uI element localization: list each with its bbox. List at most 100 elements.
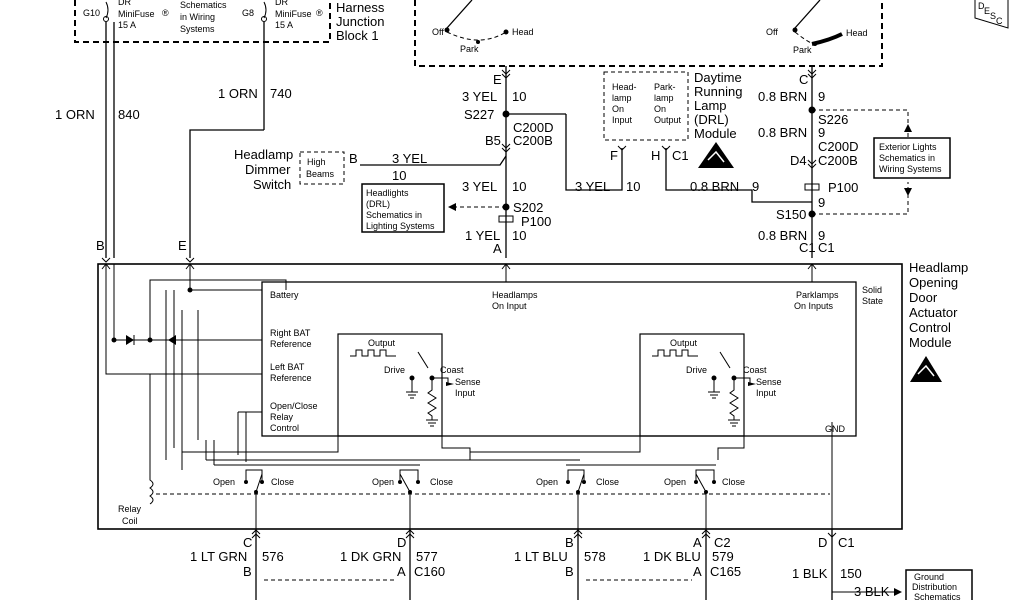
- output2-color: 1 DK GRN: [340, 549, 401, 564]
- fuse-g8-symbol: [263, 1, 267, 19]
- schematics-ref-line3: Systems: [180, 24, 215, 34]
- dimmer-name-line3: Switch: [253, 177, 291, 192]
- left-bat-line2: Reference: [270, 373, 312, 383]
- output-pulse-right: [652, 349, 698, 357]
- wire-brn-drl: 0.8 BRN: [690, 179, 739, 194]
- drl-pin-h: H: [651, 148, 660, 163]
- headlamps-input-line2: On Input: [492, 301, 527, 311]
- wire-1yel-circuit: 10: [512, 228, 526, 243]
- relay-control-line3: Control: [270, 423, 299, 433]
- close-label-3: Close: [596, 477, 619, 487]
- solid-state-box: [261, 281, 857, 437]
- output-wires: C 1 LT GRN 576 B D 1 DK GRN 577 A C160 B…: [190, 529, 973, 600]
- output3-circuit: 578: [584, 549, 606, 564]
- dimmer-pin-b: B: [349, 151, 358, 166]
- drl-esd-warning-icon: [698, 142, 734, 168]
- high-beams-line2: Beams: [306, 169, 335, 179]
- drl-pin-f: F: [610, 148, 618, 163]
- wire-yel-dimmer: 3 YEL: [392, 151, 427, 166]
- wire-yel-circuit-2: 10: [512, 179, 526, 194]
- junction-title-line3: Block 1: [336, 28, 379, 43]
- fuse-g10-rating: 15 A: [118, 20, 136, 30]
- harness-junction-block: G10 DR MiniFuse ® 15 A Schematics in Wir…: [74, 0, 385, 43]
- output-label-left: Output: [368, 338, 396, 348]
- left-bat-line1: Left BAT: [270, 362, 305, 372]
- switch-left-park-contact: [476, 40, 480, 44]
- relay-control-line1: Open/Close: [270, 401, 318, 411]
- drl-in2-line4: Output: [654, 115, 682, 125]
- splice-s150: S150: [776, 207, 806, 222]
- p100-connector-left: [498, 215, 514, 223]
- solid-state-line2: State: [862, 296, 883, 306]
- connector-c200d: C200D: [513, 120, 553, 135]
- output4-circuit: 579: [712, 549, 734, 564]
- wire-yel-circuit-3: 10: [626, 179, 640, 194]
- output1-pin-top: C: [243, 535, 252, 550]
- output4-color: 1 DK BLU: [643, 549, 701, 564]
- solid-state-line1: Solid: [862, 285, 882, 295]
- gnd-label: GND: [825, 424, 846, 434]
- sense-line2-right: Input: [756, 388, 777, 398]
- close-label-2: Close: [430, 477, 453, 487]
- drive-label-right: Drive: [686, 365, 707, 375]
- fuse-g8-type: DR: [275, 0, 288, 7]
- gnd-ref-line3: Schematics: [914, 592, 961, 600]
- esd-desc-icon: D E S C: [974, 0, 1009, 29]
- wire-brn-label-3: 0.8 BRN: [758, 228, 807, 243]
- module-title-line6: Module: [909, 335, 952, 350]
- diode-left: [168, 335, 176, 345]
- brown-circuit: C 0.8 BRN 9 S226 0.8 BRN 9 C200D C200B D…: [758, 66, 912, 258]
- yellow-circuit: E 3 YEL 10 S227 C200D C200B B5 3 YEL 10 …: [360, 66, 640, 258]
- wire-1yel-label: 1 YEL: [465, 228, 500, 243]
- open-label-4: Open: [664, 477, 686, 487]
- switch-right-park-label: Park: [793, 45, 812, 55]
- wire-brn-circuit-3: 9: [818, 195, 825, 210]
- connector-c200d-right: C200D: [818, 139, 858, 154]
- output4-pin-top: A: [693, 535, 702, 550]
- gnd-ref-line1: Ground: [914, 572, 944, 582]
- sense-line1-left: Sense: [455, 377, 481, 387]
- dimmer-name-line2: Dimmer: [245, 162, 291, 177]
- drl-title-line4: (DRL): [694, 112, 729, 127]
- close-label-1: Close: [271, 477, 294, 487]
- wire-yel-dimmer-circuit: 10: [392, 168, 406, 183]
- switch-left-head-label: Head: [512, 27, 534, 37]
- output2-circuit: 577: [416, 549, 438, 564]
- wire-brn-circuit-4: 9: [818, 228, 825, 243]
- drive-label-left: Drive: [384, 365, 405, 375]
- drl-in2-line1: Park-: [654, 82, 676, 92]
- drl-title-line3: Lamp: [694, 98, 727, 113]
- gnd-wire-circuit: 150: [840, 566, 862, 581]
- relay-coil-symbol: [149, 374, 154, 505]
- wire-yel-circuit-1: 10: [512, 89, 526, 104]
- right-bat-line2: Reference: [270, 339, 312, 349]
- splice-s227: S227: [464, 107, 494, 122]
- sense-line2-left: Input: [455, 388, 476, 398]
- relay-contacts-right-2: Open Close: [664, 469, 745, 529]
- relay-control-line2: Relay: [270, 412, 294, 422]
- drl-ref-line4: Lighting Systems: [366, 221, 435, 231]
- drl-module: Head- lamp On Input Park- lamp On Output…: [603, 70, 812, 203]
- ext-ref-line3: Wiring Systems: [879, 164, 942, 174]
- output-pulse-left: [350, 349, 396, 357]
- connector-c160: C160: [414, 564, 445, 579]
- fuse-g8-label: G8: [242, 8, 254, 18]
- relay-coil-line1: Relay: [118, 504, 142, 514]
- gnd-ref-line2: Distribution: [912, 582, 957, 592]
- coast-label-right: Coast: [743, 365, 767, 375]
- connector-c2: C2: [714, 535, 731, 550]
- drl-in2-line2: lamp: [654, 93, 674, 103]
- switch-right-park-contact: [813, 42, 817, 46]
- fuse-g10-terminal: [103, 16, 109, 22]
- headlamp-switch-box: Off Park Head Off Park Head: [414, 0, 883, 67]
- gnd-connector: C1: [838, 535, 855, 550]
- registered-mark-left: ®: [162, 8, 169, 18]
- switch-pin-c: C: [799, 72, 808, 87]
- svg-text:C: C: [996, 16, 1003, 26]
- fuse-g10-type: DR: [118, 0, 131, 7]
- open-label-2: Open: [372, 477, 394, 487]
- output1-circuit: 576: [262, 549, 284, 564]
- wire-brn-drl-circuit: 9: [752, 179, 759, 194]
- connector-pin-d4: D4: [790, 153, 807, 168]
- svg-text:S: S: [990, 11, 996, 21]
